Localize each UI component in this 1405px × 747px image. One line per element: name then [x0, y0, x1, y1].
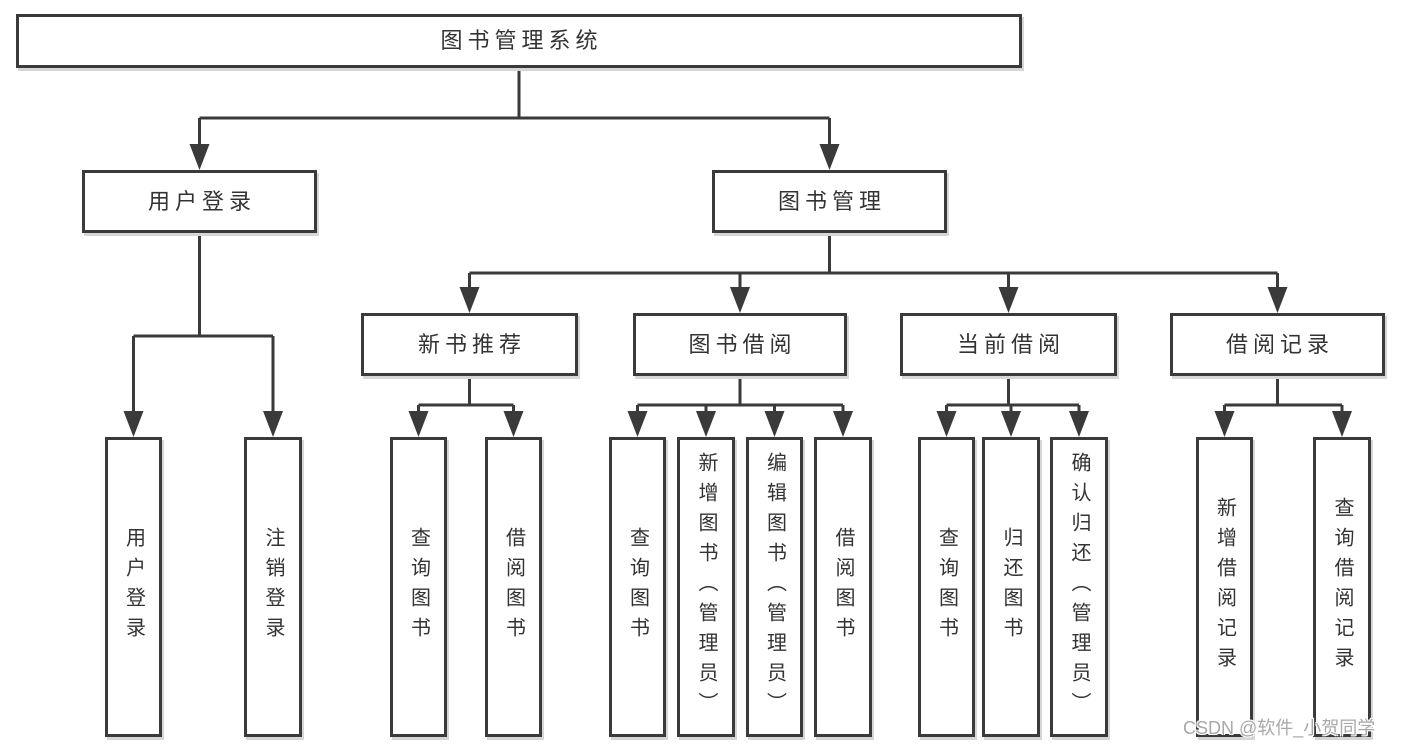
arrowhead-icon [123, 411, 144, 437]
leaf-label: 确认归还（管理员） [1068, 452, 1090, 722]
csdn-watermark: CSDN @软件_小贺同学 [1183, 718, 1376, 738]
leaf-query-books-current: 查询图书 [918, 437, 975, 737]
leaf-logout: 注销登录 [244, 437, 302, 737]
leaf-label: 查询图书 [626, 527, 649, 647]
leaf-add-borrow-record: 新增借阅记录 [1196, 437, 1253, 737]
arrowhead-icon [936, 411, 957, 437]
connector-current-borrow-branch [945, 376, 1081, 414]
connector-book-borrow-branch [636, 376, 845, 414]
node-current-borrowing: 当前借阅 [900, 313, 1117, 376]
leaf-confirm-return-admin: 确认归还（管理员） [1050, 437, 1108, 737]
leaf-label: 借阅图书 [502, 527, 525, 647]
node-label: 图书借阅 [688, 331, 797, 357]
leaf-borrow-books-recommend: 借阅图书 [485, 437, 542, 737]
arrowhead-icon [1332, 411, 1352, 437]
connector-user-login-branch [132, 233, 275, 414]
leaf-user-login: 用户登录 [105, 437, 162, 737]
node-book-borrowing: 图书借阅 [633, 313, 847, 376]
leaf-label: 新增图书（管理员） [695, 452, 717, 722]
leaf-label: 借阅图书 [832, 527, 854, 647]
node-label: 图书管理系统 [440, 28, 603, 53]
arrowhead-icon [833, 411, 853, 437]
leaf-add-book-admin: 新增图书（管理员） [677, 437, 735, 737]
node-new-book-recommendation: 新书推荐 [361, 313, 578, 376]
node-borrowing-records: 借阅记录 [1170, 313, 1385, 376]
arrowhead-icon [189, 144, 210, 170]
arrowhead-icon [998, 287, 1019, 313]
leaf-label: 编辑图书（管理员） [763, 452, 786, 722]
leaf-label: 注销登录 [262, 527, 284, 647]
leaf-label: 归还图书 [1000, 527, 1022, 647]
node-label: 新书推荐 [417, 331, 526, 357]
node-book-management: 图书管理 [712, 170, 947, 233]
leaf-query-borrow-record: 查询借阅记录 [1313, 437, 1371, 737]
connector-new-book-rec-branch [417, 376, 515, 414]
arrowhead-icon [730, 287, 750, 313]
leaf-edit-book-admin: 编辑图书（管理员） [746, 437, 803, 737]
node-label: 借阅记录 [1225, 331, 1334, 357]
arrowhead-icon [1214, 411, 1235, 437]
leaf-query-books-recommend: 查询图书 [390, 437, 447, 737]
leaf-label: 用户登录 [122, 527, 145, 647]
arrowhead-icon [696, 411, 716, 437]
arrowhead-icon [1069, 411, 1089, 437]
node-user-login: 用户登录 [82, 170, 317, 233]
arrowhead-icon [1267, 287, 1288, 313]
leaf-borrow-books: 借阅图书 [814, 437, 872, 737]
leaf-query-books-borrow: 查询图书 [609, 437, 666, 737]
arrowhead-icon [627, 411, 648, 437]
connector-root-to-level2 [198, 68, 831, 150]
leaf-label: 查询图书 [935, 527, 958, 647]
node-library-management-system: 图书管理系统 [16, 14, 1022, 68]
arrowhead-icon [408, 411, 429, 437]
connector-book-mgmt-branch [468, 233, 1279, 292]
connector-borrow-record-branch [1223, 376, 1344, 414]
arrowhead-icon [819, 144, 840, 170]
node-label: 用户登录 [147, 188, 256, 214]
arrowhead-icon [459, 287, 480, 313]
leaf-label: 查询借阅记录 [1331, 497, 1353, 677]
arrowhead-icon [503, 411, 524, 437]
node-label: 图书管理 [777, 188, 886, 214]
leaf-label: 查询图书 [407, 527, 430, 647]
arrowhead-icon [263, 411, 283, 437]
leaf-label: 新增借阅记录 [1213, 497, 1236, 677]
node-label: 当前借阅 [956, 331, 1065, 357]
arrowhead-icon [1001, 411, 1021, 437]
arrowhead-icon [764, 411, 785, 437]
leaf-return-book: 归还图书 [982, 437, 1040, 737]
